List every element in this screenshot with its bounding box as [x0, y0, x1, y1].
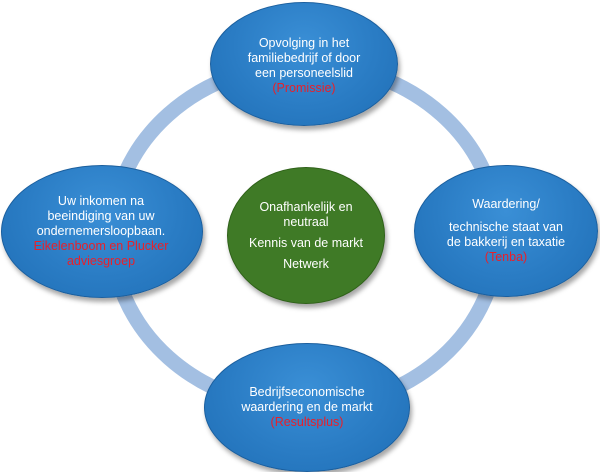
- node-opvolging-line-2: familiebedrijf of door: [247, 51, 361, 65]
- node-bedrijfseconomisch-line-2: waardering en de markt: [241, 400, 373, 414]
- node-center-line-2: neutraal: [283, 214, 329, 229]
- node-inkomen-partner-1: Eikelenboom en Plucker: [33, 239, 169, 253]
- node-bedrijfseconomisch: Bedrijfseconomische waardering en de mar…: [204, 343, 410, 472]
- node-waardering-partner: (Tenba): [484, 250, 528, 264]
- node-inkomen: Uw inkomen na beeindiging van uw onderne…: [1, 165, 203, 298]
- node-opvolging: Opvolging in het familiebedrijf of door …: [210, 2, 398, 126]
- node-inkomen-line-3: ondernemersloopbaan.: [36, 224, 166, 238]
- node-center: Onafhankelijk en neutraal Kennis van de …: [227, 167, 385, 304]
- node-center-kennis: Kennis van de markt: [249, 235, 363, 250]
- node-bedrijfseconomisch-line-1: Bedrijfseconomische: [249, 385, 365, 399]
- node-waardering: Waardering/ technische staat van de bakk…: [414, 165, 598, 297]
- node-center-netwerk: Netwerk: [283, 256, 329, 271]
- node-waardering-line-2: de bakkerij en taxatie: [446, 235, 566, 249]
- node-inkomen-partner-2: adviesgroep: [66, 254, 136, 268]
- node-inkomen-line-2: beeindiging van uw: [47, 209, 155, 223]
- node-bedrijfseconomisch-partner: (Resultsplus): [270, 415, 344, 429]
- node-opvolging-partner: (Promissie): [272, 81, 336, 95]
- node-waardering-line-1: technische staat van: [449, 220, 563, 234]
- node-center-line-1: Onafhankelijk en: [259, 199, 353, 214]
- node-opvolging-line-3: een personeelslid: [255, 66, 353, 80]
- node-inkomen-line-1: Uw inkomen na: [57, 194, 145, 208]
- node-opvolging-line-1: Opvolging in het: [258, 36, 350, 50]
- node-waardering-title: Waardering/: [472, 197, 540, 211]
